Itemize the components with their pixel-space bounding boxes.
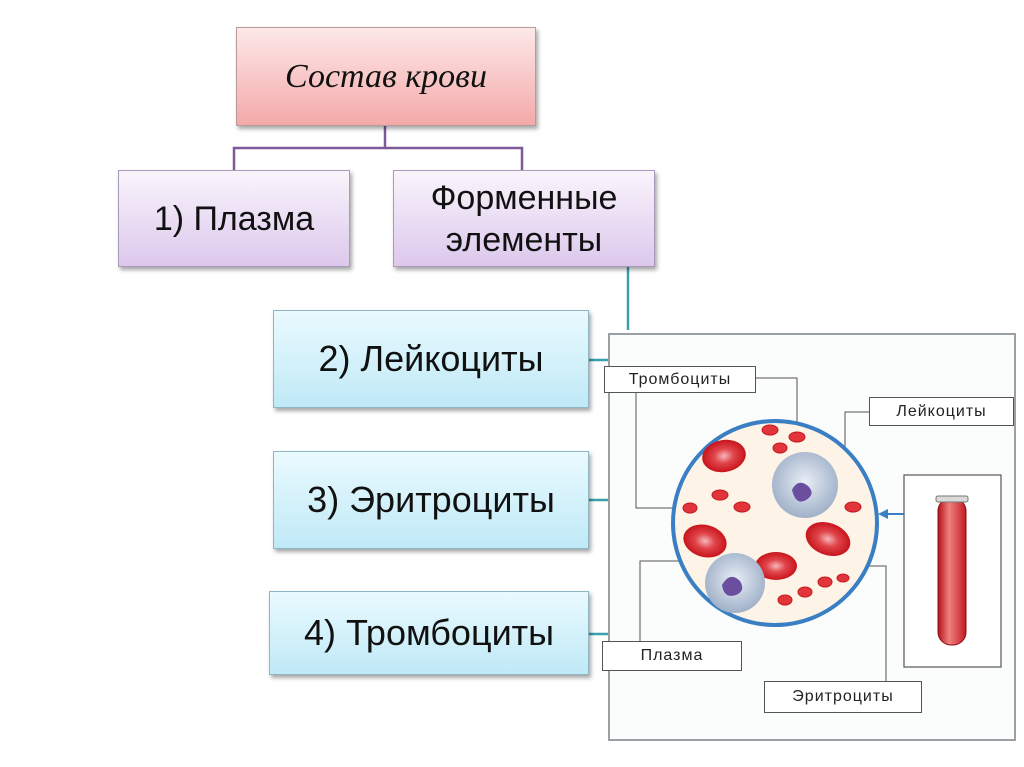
connector-title-formed — [385, 146, 524, 170]
label-text-erythrocytes: Эритроциты — [792, 688, 894, 705]
arrow-head-icon — [878, 509, 888, 519]
illustration-label-thrombocytes: Тромбоциты — [604, 366, 756, 393]
formed-elements-box: Форменные элементы — [393, 170, 655, 267]
illustration-label-erythrocytes: Эритроциты — [764, 681, 922, 713]
red-blood-cells — [683, 439, 851, 580]
white-blood-cells — [705, 452, 838, 613]
leukocytes-box: 2) Лейкоциты — [273, 310, 589, 408]
illustration-label-leukocytes: Лейкоциты — [869, 397, 1014, 426]
label-text-leukocytes: Лейкоциты — [896, 402, 987, 420]
connector-title-plasma — [232, 126, 387, 170]
illustration-label-plasma: Плазма — [602, 641, 742, 671]
diagram-title: Состав крови — [285, 57, 487, 95]
diagram-title-box: Состав крови — [236, 27, 536, 126]
erythrocytes-label: 3) Эритроциты — [307, 479, 555, 520]
test-tube — [937, 497, 967, 646]
leukocytes-label: 2) Лейкоциты — [318, 338, 544, 379]
plasma-label: 1) Плазма — [153, 199, 315, 238]
formed-elements-label: Форменные элементы — [430, 178, 618, 259]
platelets — [682, 424, 862, 606]
plasma-box: 1) Плазма — [118, 170, 350, 267]
thrombocytes-box: 4) Тромбоциты — [269, 591, 589, 675]
label-text-plasma: Плазма — [640, 647, 704, 664]
label-text-thrombocytes: Тромбоциты — [628, 370, 732, 388]
erythrocytes-box: 3) Эритроциты — [273, 451, 589, 549]
thrombocytes-label: 4) Тромбоциты — [303, 612, 555, 653]
